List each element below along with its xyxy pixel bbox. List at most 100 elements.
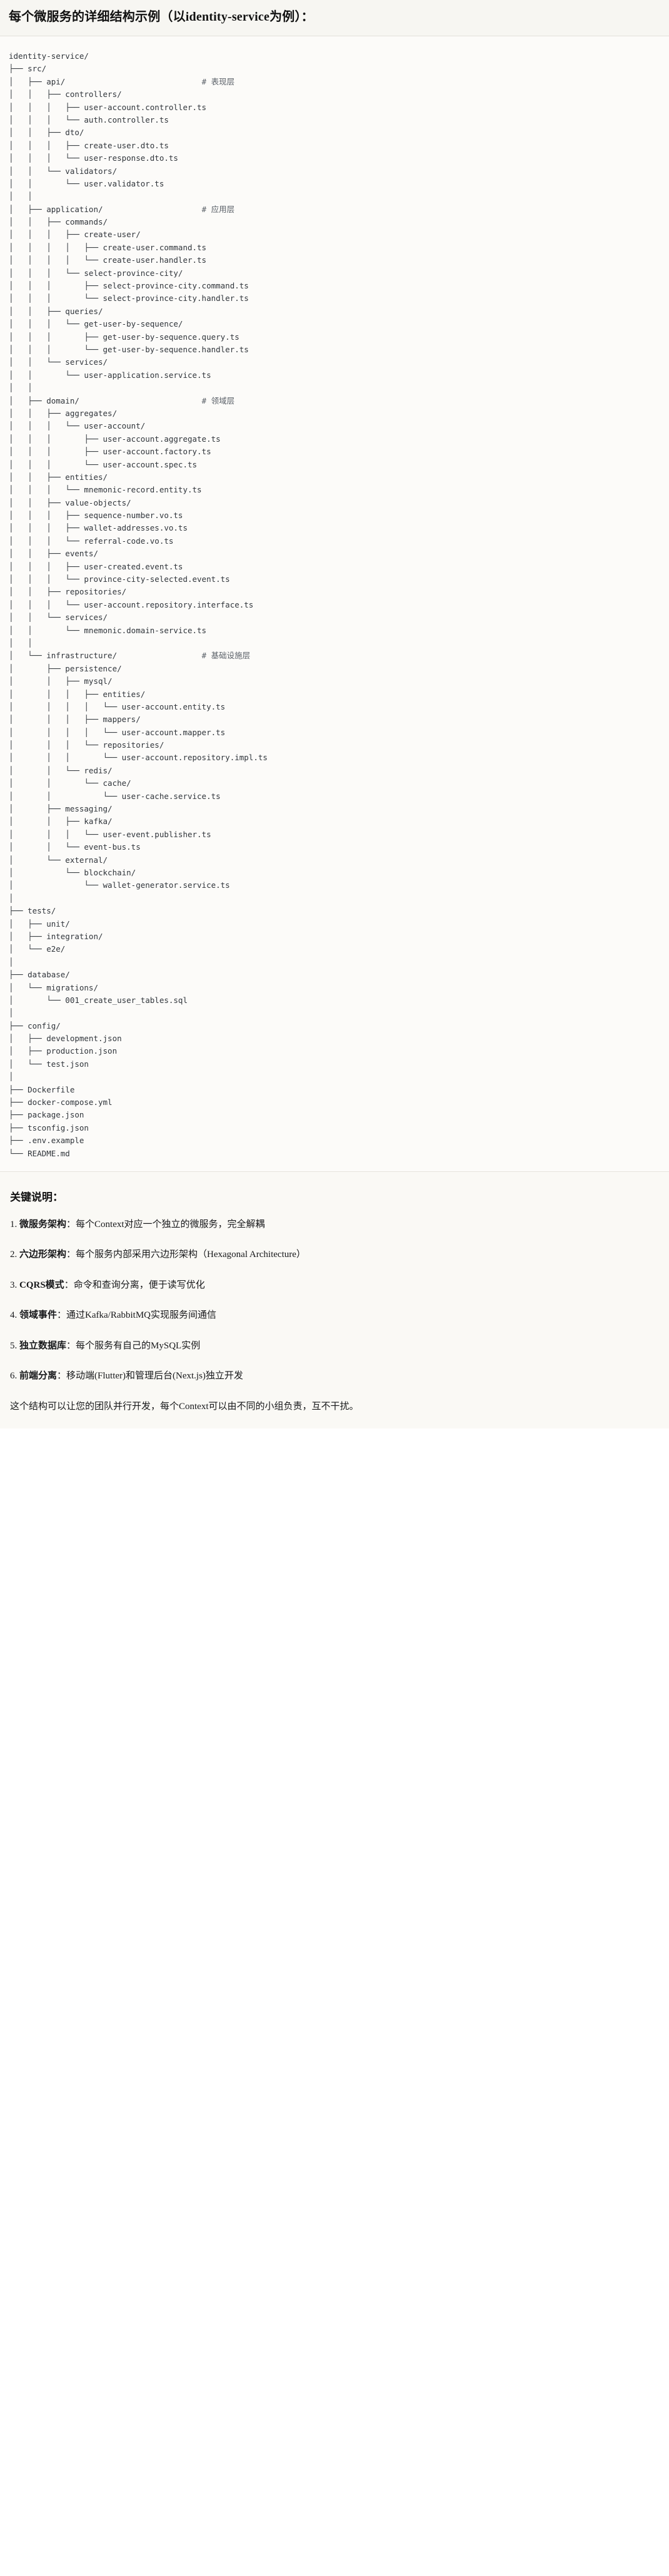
tree-line: │ │ │ │ └── user-account.entity.ts xyxy=(9,701,660,713)
tree-line: │ │ ├── kafka/ xyxy=(9,815,660,828)
tree-line: │ ├── application/ # 应用层 xyxy=(9,203,660,216)
tree-line-path: │ │ │ ├── wallet-addresses.vo.ts xyxy=(9,523,188,533)
tree-line: └── README.md xyxy=(9,1148,660,1160)
tree-line: │ │ │ └── user-account/ xyxy=(9,420,660,432)
tree-line: │ │ └── user-cache.service.ts xyxy=(9,790,660,803)
tree-line-path: │ │ └── user-application.service.ts xyxy=(9,370,211,380)
tree-line: │ │ ├── entities/ xyxy=(9,471,660,484)
tree-line-path: │ xyxy=(9,1008,14,1018)
tree-line-path: │ xyxy=(9,893,14,903)
tree-line: │ └── 001_create_user_tables.sql xyxy=(9,994,660,1007)
tree-line: │ ├── api/ # 表现层 xyxy=(9,76,660,88)
tree-line-path: │ │ ├── aggregates/ xyxy=(9,408,118,418)
tree-line-path: │ │ └── services/ xyxy=(9,357,108,367)
note-item: 5. 独立数据库：每个服务有自己的MySQL实例 xyxy=(10,1339,659,1353)
tree-line: │ │ │ ├── mappers/ xyxy=(9,713,660,726)
tree-line: │ │ │ └── repositories/ xyxy=(9,739,660,751)
tree-line: │ └── blockchain/ xyxy=(9,867,660,879)
tree-line: │ │ └── cache/ xyxy=(9,777,660,790)
tree-line-path: │ │ xyxy=(9,383,33,393)
tree-line-path: │ │ │ ├── select-province-city.command.t… xyxy=(9,281,249,291)
tree-line-path: │ ├── messaging/ xyxy=(9,804,113,814)
tree-line-path: │ │ │ ├── create-user/ xyxy=(9,230,141,240)
tree-line-path: │ ├── api/ xyxy=(9,76,66,86)
tree-line: │ │ xyxy=(9,382,660,394)
tree-line-path: │ └── e2e/ xyxy=(9,944,66,954)
tree-line-path: │ │ │ ├── sequence-number.vo.ts xyxy=(9,511,183,521)
tree-line: ├── tsconfig.json xyxy=(9,1122,660,1134)
note-number: 5. xyxy=(10,1340,18,1351)
note-item: 3. CQRS模式：命令和查询分离，便于读写优化 xyxy=(10,1278,659,1293)
tree-line-path: │ │ ├── queries/ xyxy=(9,306,103,316)
note-separator: ： xyxy=(66,1340,76,1351)
tree-line-path: │ │ ├── kafka/ xyxy=(9,817,113,827)
tree-line-path: │ │ │ ├── user-account.aggregate.ts xyxy=(9,434,221,444)
tree-line: │ │ ├── mysql/ xyxy=(9,675,660,688)
tree-line-path: │ │ │ └── user-account.repository.impl.t… xyxy=(9,753,268,763)
tree-line: │ │ │ └── referral-code.vo.ts xyxy=(9,535,660,547)
tree-line: │ │ └── validators/ xyxy=(9,165,660,178)
tree-line: │ │ │ └── select-province-city/ xyxy=(9,267,660,280)
tree-line: │ │ │ ├── sequence-number.vo.ts xyxy=(9,509,660,522)
directory-tree-block: identity-service/├── src/│ ├── api/ # 表现… xyxy=(0,36,669,1172)
tree-line-path: │ │ │ ├── user-created.event.ts xyxy=(9,561,183,571)
tree-line: │ │ └── services/ xyxy=(9,356,660,369)
tree-line: ├── database/ xyxy=(9,969,660,981)
tree-line: │ ├── messaging/ xyxy=(9,803,660,815)
directory-tree: identity-service/├── src/│ ├── api/ # 表现… xyxy=(9,50,660,1160)
tree-line-path: │ │ │ └── user-event.publisher.ts xyxy=(9,829,211,839)
tree-line-path: │ │ │ ├── create-user.dto.ts xyxy=(9,140,169,150)
tree-line-path: │ └── wallet-generator.service.ts xyxy=(9,880,230,890)
tree-line-path: │ ├── integration/ xyxy=(9,931,103,941)
note-separator: ： xyxy=(57,1310,67,1321)
tree-line: ├── docker-compose.yml xyxy=(9,1096,660,1109)
tree-line-path: ├── tests/ xyxy=(9,906,56,916)
tree-line: ├── package.json xyxy=(9,1109,660,1121)
tree-line-path: │ ├── development.json xyxy=(9,1034,122,1044)
tree-line-path: │ └── infrastructure/ xyxy=(9,651,118,661)
tree-line-path: │ └── test.json xyxy=(9,1059,89,1069)
note-separator: ： xyxy=(66,1250,76,1260)
tree-line-path: │ xyxy=(9,957,14,967)
tree-line-path: │ │ └── event-bus.ts xyxy=(9,842,141,852)
tree-line: │ │ │ ├── wallet-addresses.vo.ts xyxy=(9,522,660,534)
note-number: 1. xyxy=(10,1219,18,1229)
tree-line: │ ├── production.json xyxy=(9,1045,660,1057)
tree-line-path: │ │ │ └── get-user-by-sequence.handler.t… xyxy=(9,344,249,354)
tree-line-path: │ │ │ └── user-account.repository.interf… xyxy=(9,599,254,609)
tree-line: │ ├── development.json xyxy=(9,1032,660,1045)
note-separator: ： xyxy=(66,1219,76,1229)
tree-line: │ │ │ └── user-event.publisher.ts xyxy=(9,828,660,841)
note-item: 1. 微服务架构：每个Context对应一个独立的微服务，完全解耦 xyxy=(10,1218,659,1232)
tree-line: │ │ │ ├── user-account.controller.ts xyxy=(9,101,660,114)
notes-title: 关键说明： xyxy=(10,1191,63,1203)
tree-line: │ │ │ ├── create-user/ xyxy=(9,228,660,241)
tree-line: │ │ │ └── user-response.dto.ts xyxy=(9,152,660,165)
note-term: 独立数据库 xyxy=(19,1340,67,1351)
tree-line-path: │ │ │ └── user-account.spec.ts xyxy=(9,459,198,469)
tree-line-path: │ │ ├── dto/ xyxy=(9,128,84,138)
tree-line: ├── Dockerfile xyxy=(9,1084,660,1096)
tree-line: │ ├── integration/ xyxy=(9,930,660,943)
tree-line-path: │ │ │ │ └── create-user.handler.ts xyxy=(9,255,207,265)
tree-line-path: │ │ ├── mysql/ xyxy=(9,676,113,686)
tree-line-comment: # 基础设施层 xyxy=(201,651,251,661)
tree-line-path: │ │ │ └── repositories/ xyxy=(9,740,164,750)
tree-line: │ └── wallet-generator.service.ts xyxy=(9,879,660,892)
tree-line-path: ├── tsconfig.json xyxy=(9,1123,89,1133)
tree-line: │ │ ├── controllers/ xyxy=(9,88,660,101)
tree-line-path: │ │ │ ├── user-account.controller.ts xyxy=(9,102,207,112)
tree-line-path: └── README.md xyxy=(9,1148,70,1158)
tree-line: │ │ │ └── user-account.repository.impl.t… xyxy=(9,751,660,764)
tree-line: │ ├── persistence/ xyxy=(9,663,660,675)
tree-line-path: │ ├── domain/ xyxy=(9,395,79,405)
tree-line: │ └── migrations/ xyxy=(9,982,660,994)
tree-line-path: │ └── external/ xyxy=(9,855,108,865)
tree-line: │ │ │ ├── create-user.dto.ts xyxy=(9,140,660,152)
tree-line-path: │ xyxy=(9,1072,14,1082)
tree-line: │ │ xyxy=(9,637,660,649)
page-title: 每个微服务的详细结构示例（以identity-service为例）： xyxy=(9,10,314,24)
tree-line-comment: # 表现层 xyxy=(201,76,235,86)
tree-line: │ └── test.json xyxy=(9,1058,660,1071)
